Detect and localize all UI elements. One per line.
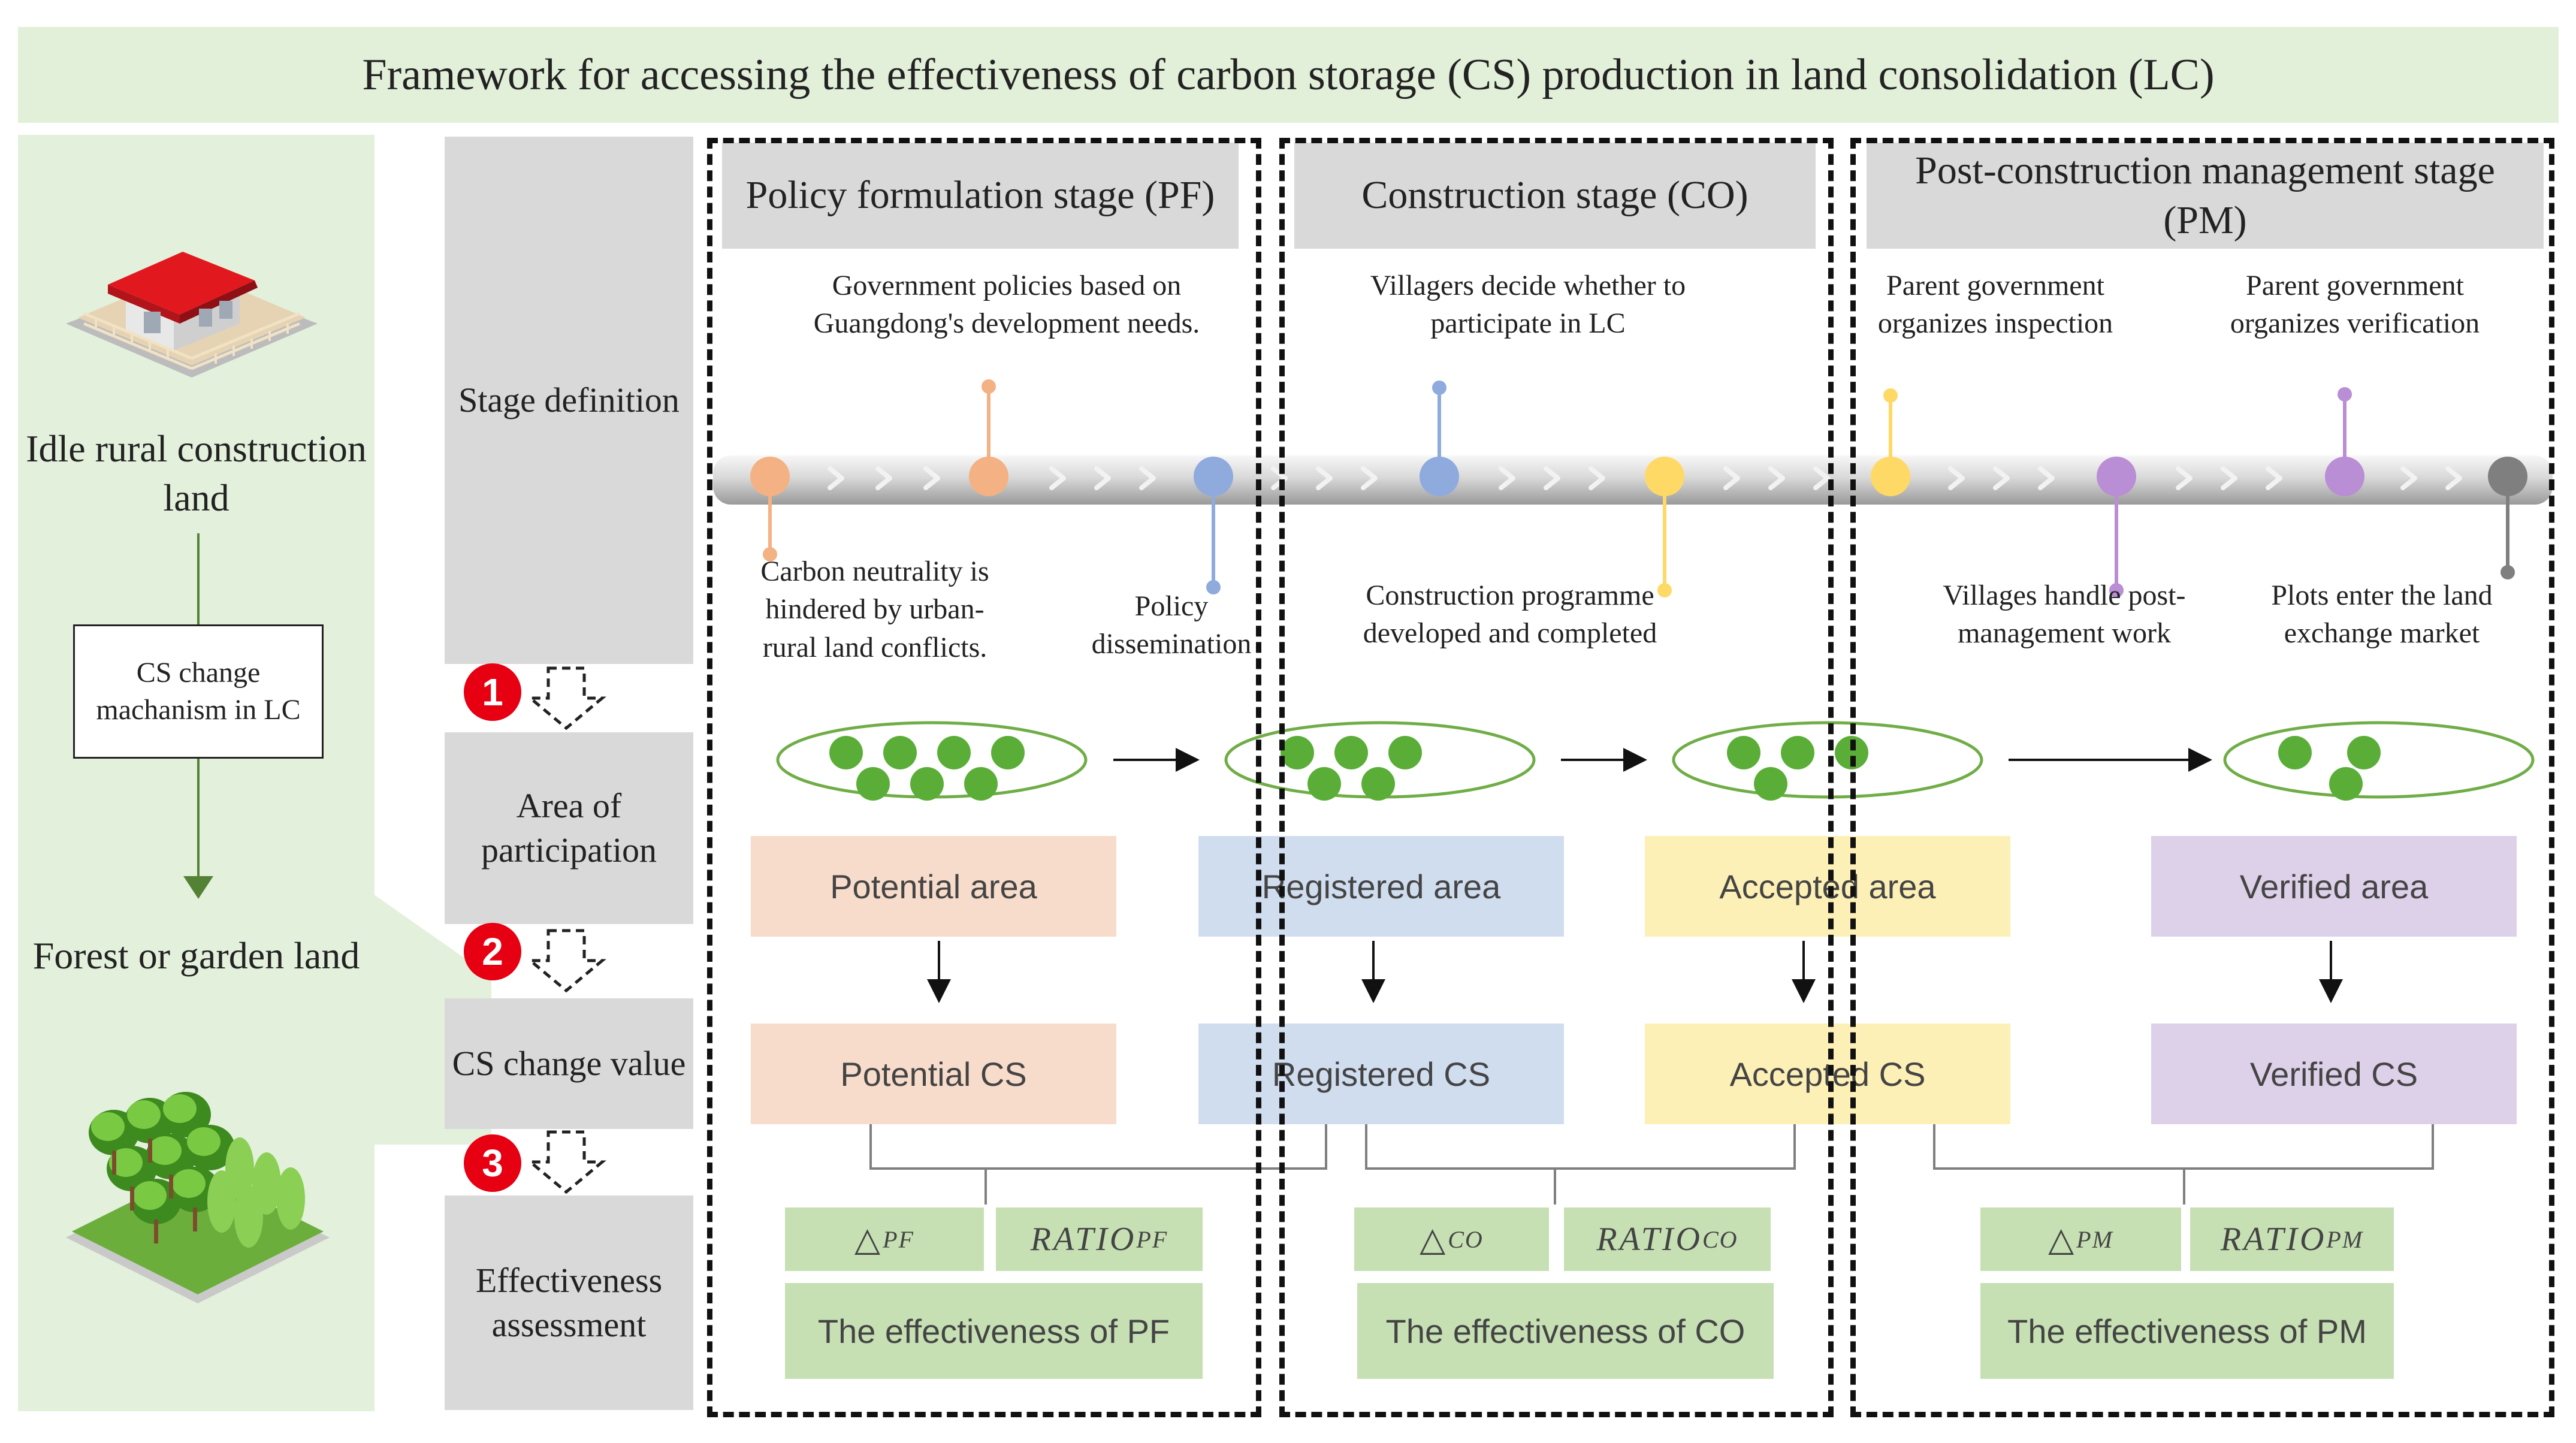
dashed-arrow-2 bbox=[526, 929, 606, 993]
dashed-arrow-1 bbox=[526, 666, 606, 730]
tl-construction-programme: Construction programme developed and com… bbox=[1363, 579, 1657, 650]
delta-co: △CO bbox=[1354, 1207, 1549, 1271]
tl-verification: Parent government organizes verification bbox=[2230, 270, 2480, 340]
stage-header-pf: Policy formulation stage (PF) bbox=[722, 143, 1239, 249]
tl-plots-market: Plots enter the land exchange market bbox=[2271, 579, 2493, 650]
verified-cs-box: Verified CS bbox=[2151, 1024, 2517, 1124]
row-label-cs-change: CS change value bbox=[445, 998, 693, 1129]
dashed-arrow-3 bbox=[526, 1130, 606, 1194]
stage-header-pm: Post-construction management stage (PM) bbox=[1867, 143, 2544, 249]
effectiveness-pf: The effectiveness of PF bbox=[785, 1283, 1203, 1379]
ellipse-accepted bbox=[1672, 721, 1983, 799]
delta-pf: △PF bbox=[785, 1207, 984, 1271]
page-title: Framework for accessing the effectivenes… bbox=[18, 27, 2559, 123]
potential-cs-box: Potential CS bbox=[751, 1024, 1116, 1124]
tl-carbon-neutrality: Carbon neutrality is hindered by urban-r… bbox=[760, 556, 989, 663]
mechanism-box: CS change machanism in LC bbox=[73, 624, 324, 759]
row-label-area-participation: Area of participation bbox=[445, 732, 693, 924]
verified-area-box: Verified area bbox=[2151, 836, 2517, 937]
left-connector-bottom bbox=[197, 759, 200, 884]
accepted-cs-box: Accepted CS bbox=[1645, 1024, 2010, 1124]
effectiveness-pm: The effectiveness of PM bbox=[1980, 1283, 2394, 1379]
stage-border-pf bbox=[707, 138, 1261, 1417]
step-badge-2: 2 bbox=[464, 923, 521, 980]
row-label-effectiveness: Effectiveness assessment bbox=[445, 1196, 693, 1410]
tl-gov-policies: Government policies based on Guangdong's… bbox=[813, 270, 1200, 340]
left-connector-top bbox=[197, 533, 200, 624]
stage-header-co: Construction stage (CO) bbox=[1294, 143, 1816, 249]
step-badge-1: 1 bbox=[464, 663, 521, 721]
tl-post-management: Villages handle post-management work bbox=[1943, 579, 2186, 650]
left-arrow-head bbox=[183, 876, 213, 899]
delta-pm: △PM bbox=[1980, 1207, 2181, 1271]
accepted-area-box: Accepted area bbox=[1645, 836, 2010, 937]
stage-border-pm bbox=[1850, 138, 2554, 1417]
house-icon bbox=[66, 252, 318, 378]
stage-border-co bbox=[1279, 138, 1834, 1417]
idle-land-label: Idle rural construction land bbox=[26, 427, 367, 519]
forest-icon bbox=[66, 1092, 330, 1303]
tl-inspection: Parent government organizes inspection bbox=[1877, 270, 2113, 340]
ellipse-verified bbox=[2223, 721, 2535, 799]
effectiveness-co: The effectiveness of CO bbox=[1357, 1283, 1774, 1379]
row-label-stage-definition: Stage definition bbox=[445, 137, 693, 664]
forest-land-label: Forest or garden land bbox=[32, 934, 360, 977]
step-badge-3: 3 bbox=[464, 1134, 521, 1192]
tl-villagers: Villagers decide whether to participate … bbox=[1370, 270, 1686, 340]
tl-policy-dissemination: Policy dissemination bbox=[1091, 590, 1252, 660]
potential-area-box: Potential area bbox=[751, 836, 1116, 937]
